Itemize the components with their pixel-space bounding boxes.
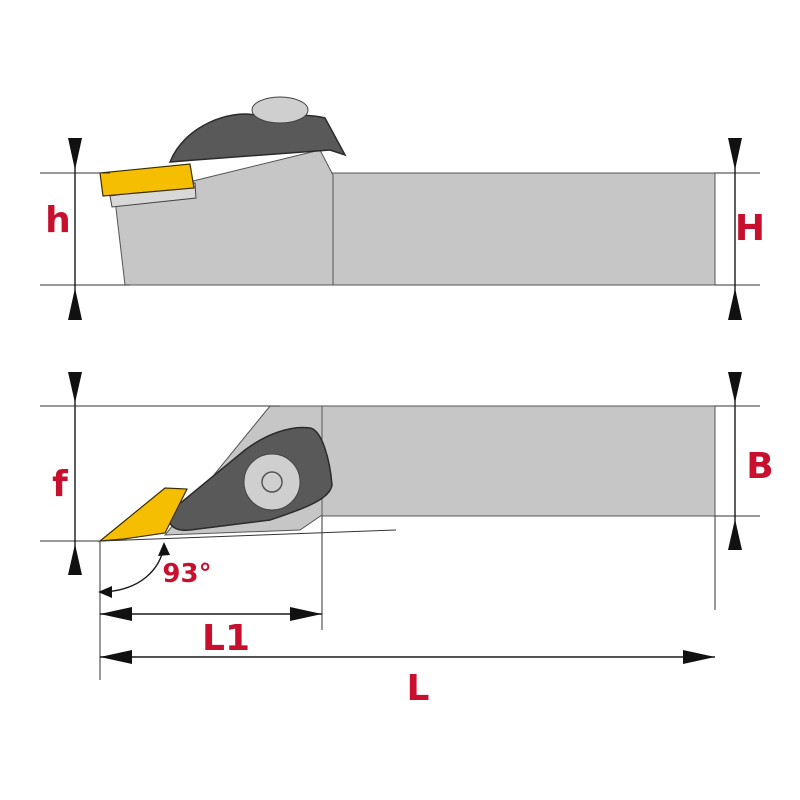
label-H: H bbox=[735, 208, 765, 249]
arrow-icon bbox=[100, 650, 132, 664]
arrow-icon bbox=[290, 607, 322, 621]
top-view: f B 93° L1 L bbox=[40, 372, 774, 709]
arrow-icon bbox=[728, 519, 742, 550]
arrow-icon bbox=[98, 586, 112, 598]
arrow-icon bbox=[68, 544, 82, 575]
label-L1: L1 bbox=[202, 618, 250, 659]
label-h: h bbox=[45, 200, 71, 241]
arrow-icon bbox=[68, 288, 82, 320]
arrow-icon bbox=[683, 650, 715, 664]
torx-icon bbox=[261, 471, 283, 493]
label-angle: 93° bbox=[162, 559, 211, 589]
head-side bbox=[114, 149, 334, 286]
label-f: f bbox=[52, 464, 68, 505]
side-view: h H bbox=[40, 96, 765, 320]
insert-side bbox=[99, 163, 195, 197]
shank-top bbox=[321, 405, 716, 517]
label-B: B bbox=[746, 446, 773, 487]
arrow-icon bbox=[158, 542, 170, 556]
shank-side bbox=[329, 172, 716, 286]
arrow-icon bbox=[68, 138, 82, 170]
label-L: L bbox=[407, 668, 430, 709]
arrow-icon bbox=[68, 372, 82, 403]
angle-arc bbox=[103, 545, 165, 593]
screw-head-side bbox=[251, 96, 309, 124]
arrow-icon bbox=[728, 138, 742, 170]
insert-top bbox=[98, 487, 188, 542]
arrow-icon bbox=[728, 372, 742, 403]
arrow-icon bbox=[100, 607, 132, 621]
screw-head-top bbox=[243, 453, 301, 511]
arrow-icon bbox=[728, 288, 742, 320]
